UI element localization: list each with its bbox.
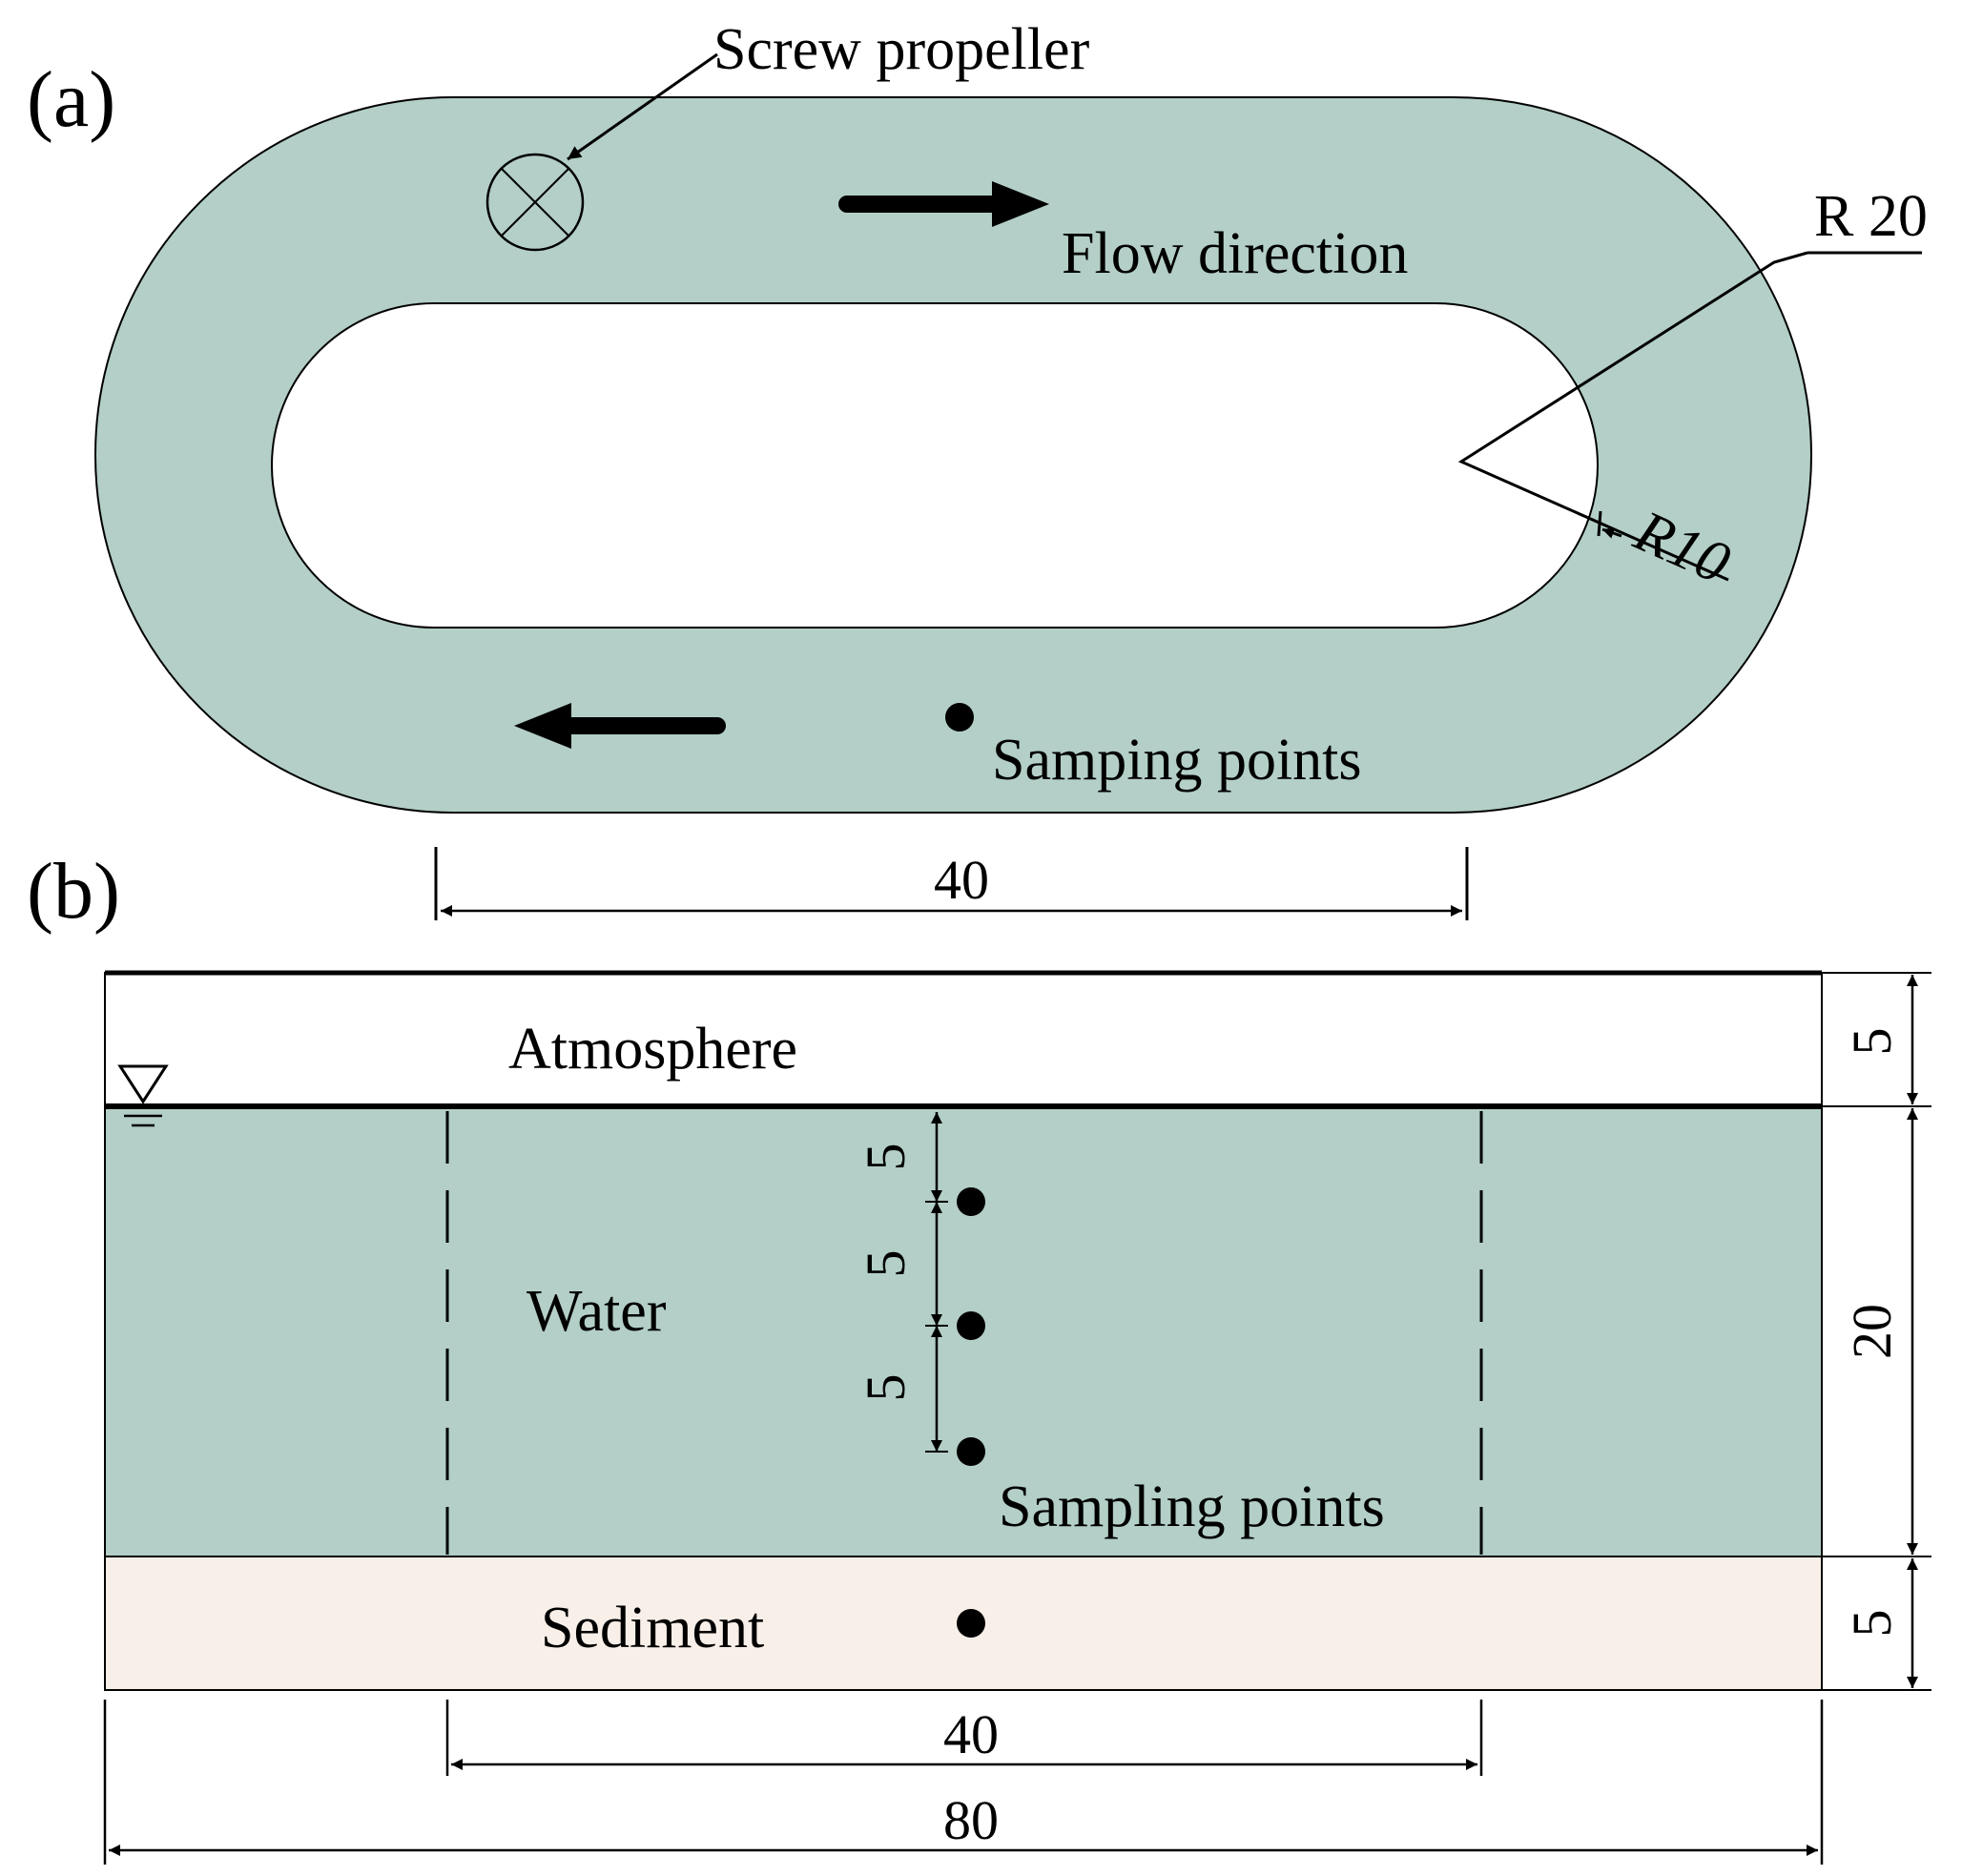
- sampling-point-sediment: [957, 1609, 985, 1638]
- inner-length-label: 40: [943, 1703, 999, 1765]
- propeller-leader-line: [567, 52, 718, 161]
- water-level-icon: [117, 1064, 169, 1127]
- propeller-label: Screw propeller: [713, 17, 1090, 82]
- atmosphere-layer: [104, 972, 1823, 1107]
- sampling-points-label-b: Sampling points: [999, 1474, 1385, 1539]
- flow-arrow-right-icon: [838, 181, 1049, 227]
- radius-dimension-lines: [1457, 251, 1922, 582]
- depth-label-3: 5: [855, 1374, 917, 1402]
- depth-dimension-chain: [925, 1112, 948, 1453]
- water-height-label: 20: [1841, 1304, 1903, 1359]
- sediment-height-label: 5: [1841, 1610, 1903, 1638]
- panel-a: (a) Screw propeller Flow direction Sampi…: [27, 17, 1928, 920]
- sediment-label: Sediment: [541, 1596, 764, 1660]
- atmosphere-height-label: 5: [1841, 1028, 1903, 1056]
- atmosphere-label: Atmosphere: [508, 1017, 797, 1082]
- panel-a-label: (a): [27, 55, 115, 144]
- panel-b-label: (b): [27, 847, 120, 936]
- length-dimensions-b: [103, 1700, 1824, 1865]
- sampling-points-label: Samping points: [992, 728, 1362, 793]
- screw-propeller-icon: [485, 153, 585, 252]
- sampling-point-water-2: [957, 1311, 985, 1340]
- depth-label-2: 5: [855, 1250, 917, 1278]
- flow-direction-label: Flow direction: [1062, 221, 1408, 286]
- flume-track: [94, 96, 1812, 814]
- length-dimension-a: [434, 847, 1469, 920]
- sampling-point-marker: [945, 703, 974, 732]
- outer-radius-label: R 20: [1814, 184, 1928, 249]
- total-length-label: 80: [943, 1789, 999, 1851]
- sampling-point-water-1: [957, 1187, 985, 1216]
- depth-label-1: 5: [855, 1144, 917, 1171]
- layer-height-dimensions: [1822, 972, 1931, 1691]
- length-label-a: 40: [934, 849, 989, 911]
- water-label: Water: [527, 1279, 667, 1344]
- flow-arrow-left-icon: [514, 703, 726, 749]
- sampling-point-water-3: [957, 1437, 985, 1466]
- panel-b: (b) Atmosphere Water Sediment Sampling p…: [27, 847, 1931, 1865]
